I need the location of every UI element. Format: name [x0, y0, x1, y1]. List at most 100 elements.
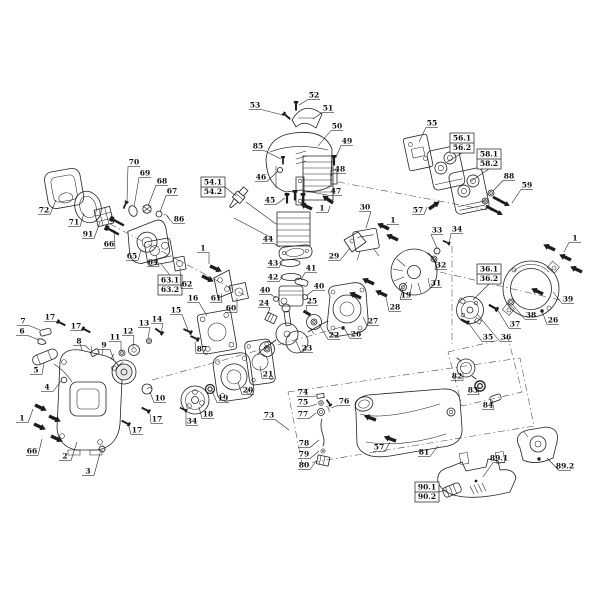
part-label: 28 — [385, 296, 401, 312]
svg-text:17: 17 — [71, 322, 81, 331]
svg-text:33: 33 — [432, 226, 442, 235]
part-label: 65 — [126, 249, 142, 261]
part-label: 19 — [399, 288, 412, 300]
latch-plate — [39, 327, 52, 337]
part-label: 22 — [318, 323, 340, 340]
intake-gasket — [229, 282, 249, 302]
piston-ring-1 — [279, 259, 301, 267]
svg-text:17: 17 — [152, 415, 162, 424]
part-label: 66 — [103, 229, 116, 249]
svg-text:1: 1 — [319, 204, 324, 213]
part-label: 49 — [335, 137, 353, 158]
part-label: 57 — [412, 206, 428, 215]
fuel-tank-group — [315, 357, 502, 467]
part-label: 7 — [17, 317, 41, 331]
part-label: 30 — [359, 203, 372, 229]
part-label-box: 90.190.2 — [414, 481, 447, 503]
cylinder-head — [276, 211, 311, 247]
piston-pin — [294, 277, 309, 287]
svg-text:28: 28 — [390, 303, 400, 312]
svg-text:79: 79 — [299, 450, 309, 459]
svg-text:44: 44 — [263, 235, 273, 244]
spark-plug — [229, 186, 249, 209]
choke-ring — [128, 205, 138, 217]
starter-handle — [32, 348, 58, 366]
part-label: 33 — [430, 226, 443, 249]
screw-icon — [292, 190, 298, 201]
case-gasket — [244, 338, 276, 386]
recoil-housing — [56, 343, 124, 456]
part-label: 27 — [362, 317, 379, 326]
part-label: 31 — [427, 277, 442, 288]
part-label: 13 — [138, 319, 151, 339]
svg-text:65: 65 — [127, 252, 137, 261]
part-label: 39 — [552, 291, 574, 304]
svg-text:54.2: 54.2 — [204, 187, 222, 196]
latch-hook — [37, 338, 47, 345]
part-label: 87 — [194, 341, 208, 354]
svg-text:69: 69 — [140, 169, 150, 178]
part-label: 4 — [41, 380, 62, 392]
svg-text:58.1: 58.1 — [480, 150, 498, 159]
part-label: 46 — [255, 170, 279, 182]
fasteners — [32, 101, 584, 445]
part-label: 91 — [82, 221, 101, 239]
muffler-bolt-1 — [491, 194, 512, 209]
bolt-icon — [568, 263, 584, 275]
fuel-cap — [456, 357, 477, 380]
svg-text:88: 88 — [504, 172, 514, 181]
part-label: 85 — [252, 142, 282, 160]
starter-cup — [456, 296, 484, 325]
svg-text:62: 62 — [182, 280, 192, 289]
svg-text:35: 35 — [483, 333, 493, 342]
svg-text:91: 91 — [83, 230, 93, 239]
svg-text:23: 23 — [302, 344, 312, 353]
part-label: 64 — [147, 254, 160, 267]
screw-icon — [108, 215, 126, 228]
screw-icon — [80, 326, 92, 335]
muffler-gasket-plate — [402, 133, 434, 172]
part-label: 36 — [476, 313, 512, 342]
svg-text:55: 55 — [427, 119, 437, 128]
svg-text:1: 1 — [19, 414, 24, 423]
part-label: 12 — [122, 327, 135, 348]
rope-pulley — [111, 359, 137, 385]
part-label: 83 — [467, 386, 480, 395]
engine-shroud — [265, 131, 333, 193]
flywheel-nut — [433, 247, 441, 255]
svg-text:5: 5 — [33, 366, 38, 375]
muffler-group — [402, 133, 512, 218]
part-label: 67 — [159, 187, 178, 213]
part-label: 5 — [30, 362, 45, 375]
cap-retainer — [489, 393, 502, 403]
screw-icon — [189, 334, 200, 342]
crankcase-group — [180, 282, 369, 415]
part-label: 47 — [304, 187, 342, 196]
muffler-cover — [448, 167, 490, 215]
svg-text:32: 32 — [436, 261, 446, 270]
part-label: 26 — [343, 327, 362, 339]
bolt-icon — [557, 251, 573, 263]
screw-icon — [487, 302, 500, 313]
part-label: 81 — [418, 445, 439, 457]
screw-icon — [325, 398, 333, 408]
part-label-box: 56.156.2 — [446, 132, 475, 163]
svg-text:29: 29 — [329, 252, 339, 261]
starter-rope — [53, 363, 73, 383]
part-label: 3 — [82, 452, 101, 476]
filter-pad — [93, 205, 115, 228]
part-label-box: 54.154.2 — [200, 176, 237, 198]
guard-group — [437, 426, 558, 498]
labels-layer: 53525150498548464745154.154.25556.156.25… — [16, 91, 581, 503]
svg-text:78: 78 — [299, 439, 309, 448]
ignition-coil — [352, 227, 380, 261]
part-label: 79 — [298, 450, 320, 459]
crankshaft-group — [257, 303, 329, 357]
svg-text:22: 22 — [329, 331, 339, 340]
svg-text:83: 83 — [468, 386, 478, 395]
part-label: 68 — [147, 177, 168, 207]
bolt-icon — [362, 412, 378, 424]
screw-icon — [281, 111, 292, 121]
bolt-icon — [208, 263, 224, 275]
